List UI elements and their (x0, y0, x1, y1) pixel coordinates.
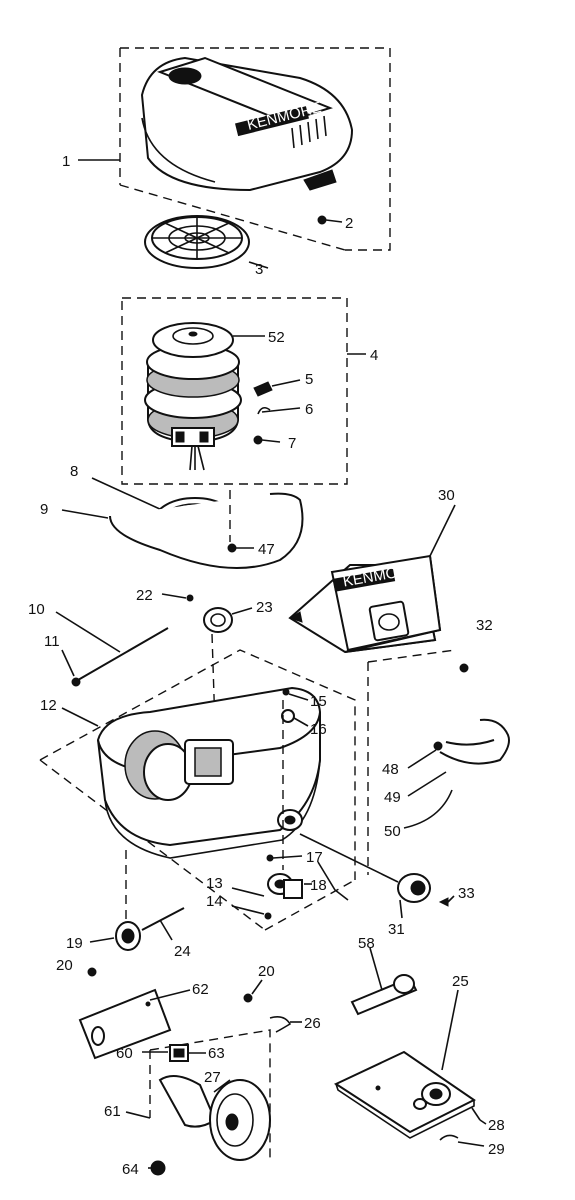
label-5: 5 (305, 371, 313, 388)
label-62: 62 (192, 981, 209, 998)
label-1: 1 (62, 153, 70, 170)
label-22: 22 (136, 587, 153, 604)
label-16: 16 (310, 721, 327, 738)
label-49: 49 (384, 789, 401, 806)
label-19: 19 (66, 935, 83, 952)
pin-11 (61, 649, 81, 687)
label-10: 10 (28, 601, 45, 618)
label-17: 17 (306, 849, 323, 866)
label-30: 30 (438, 487, 455, 504)
label-4: 4 (370, 347, 378, 364)
label-14: 14 (206, 893, 223, 910)
label-8: 8 (70, 463, 78, 480)
shaft-24 (141, 907, 185, 941)
top-cover-assembly: KENMORE (78, 47, 391, 251)
wheel-31 (299, 833, 455, 919)
callout-labels: 1 2 3 52 4 5 6 7 8 9 47 30 10 22 23 11 3… (28, 153, 505, 1178)
label-26: 26 (304, 1015, 321, 1032)
axle-10 (55, 611, 169, 681)
label-31: 31 (388, 921, 405, 938)
label-3: 3 (255, 261, 263, 278)
label-61: 61 (104, 1103, 121, 1120)
label-64: 64 (122, 1161, 139, 1178)
screws-15-16 (281, 688, 309, 870)
label-2: 2 (345, 215, 353, 232)
brush-roll-19 (89, 921, 141, 951)
wheel-bracket-18 (231, 854, 349, 920)
label-60: 60 (116, 1045, 133, 1062)
label-13: 13 (206, 875, 223, 892)
label-20a: 20 (56, 957, 73, 974)
base-plate-25 (333, 989, 487, 1147)
label-12: 12 (40, 697, 57, 714)
label-33: 33 (458, 885, 475, 902)
switch-58 (350, 947, 418, 1016)
label-29: 29 (488, 1141, 505, 1158)
screw-47 (227, 490, 254, 553)
label-63: 63 (208, 1045, 225, 1062)
label-24: 24 (174, 943, 191, 960)
label-27: 27 (204, 1069, 221, 1086)
dust-bag-30: KENMORE (288, 504, 456, 654)
label-9: 9 (40, 501, 48, 518)
label-58: 58 (358, 935, 375, 952)
label-28: 28 (488, 1117, 505, 1134)
screw-22 (161, 593, 194, 602)
label-20b: 20 (258, 963, 275, 980)
label-18: 18 (310, 877, 327, 894)
label-47: 47 (258, 541, 275, 558)
handle-assembly (367, 649, 510, 875)
label-11: 11 (44, 633, 60, 650)
label-52: 52 (268, 329, 285, 346)
clip-32 (459, 663, 469, 673)
bracket-assembly-61 (125, 1029, 271, 1176)
cover-grille (291, 115, 327, 149)
motor-assembly-4 (121, 297, 366, 485)
filter-3 (144, 215, 269, 269)
plate-62 (78, 967, 302, 1060)
label-25: 25 (452, 973, 469, 990)
screw-2 (317, 215, 343, 225)
label-7: 7 (288, 435, 296, 452)
label-50: 50 (384, 823, 401, 840)
label-6: 6 (305, 401, 313, 418)
label-48: 48 (382, 761, 399, 778)
label-15: 15 (310, 693, 327, 710)
label-23: 23 (256, 599, 273, 616)
main-housing-12 (39, 649, 356, 931)
bumper-9 (61, 492, 304, 569)
label-32: 32 (476, 617, 493, 634)
